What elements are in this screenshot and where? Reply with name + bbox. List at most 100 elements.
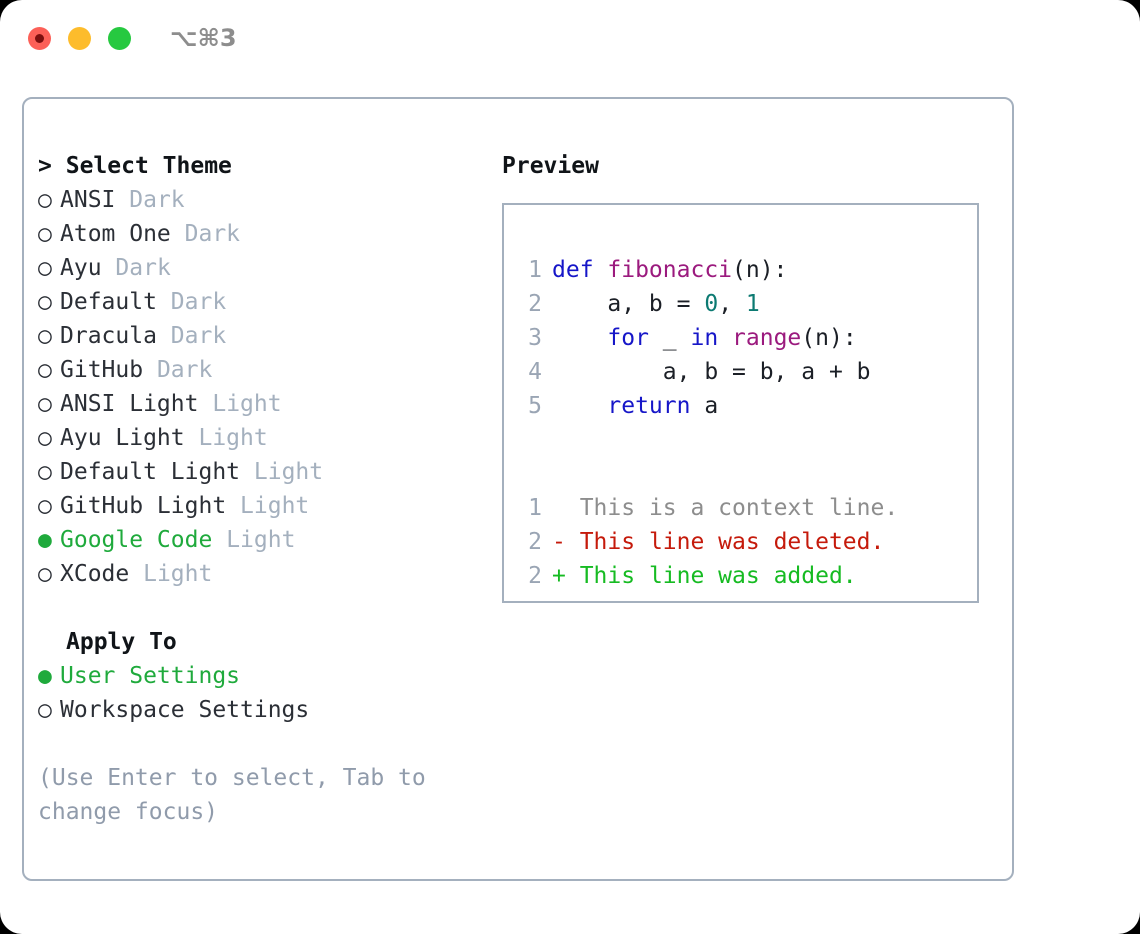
theme-variant-label: Dark [170,323,227,349]
apply-option-user-settings[interactable]: ●User Settings [38,659,478,693]
theme-option-ayu[interactable]: ○ Ayu Dark [38,251,478,285]
code-token: def [552,257,608,283]
title-bar: ⌥⌘3 [0,0,1140,78]
radio-unselected-icon[interactable]: ○ [38,357,52,383]
theme-option-label: Dracula [60,323,157,349]
theme-options-list: ○ANSI Dark○Atom One Dark○Ayu Dark○Defaul… [38,183,478,591]
apply-option-workspace-settings[interactable]: ○ Workspace Settings [38,693,478,727]
code-token: return [607,393,691,419]
radio-selected-icon[interactable]: ● [38,527,52,553]
theme-option-label: GitHub Light [60,493,227,519]
theme-option-github-light[interactable]: ○GitHub Light Light [38,489,478,523]
diff-text: This line was added. [565,563,857,589]
select-theme-header: > Select Theme [38,149,478,183]
theme-option-ayu-light[interactable]: ○Ayu Light Light [38,421,478,455]
close-window-button[interactable] [28,27,51,50]
apply-option-label: Workspace Settings [60,697,310,723]
maximize-window-button[interactable] [108,27,131,50]
code-token: (n): [801,325,857,351]
theme-option-ansi-light[interactable]: ○ ANSI Light Light [38,387,478,421]
prompt-arrow-icon: > [38,153,52,179]
diff-line: 2- This line was deleted. [516,525,898,559]
code-token: 1 [745,291,760,317]
theme-variant-label: Dark [184,221,241,247]
line-number: 1 [528,495,542,521]
theme-option-default-light[interactable]: ○ Default Light Light [38,455,478,489]
radio-unselected-icon[interactable]: ○ [38,697,52,723]
theme-option-label: Google Code [60,527,213,553]
theme-picker-panel: > Select Theme ○ANSI Dark○Atom One Dark○… [22,97,1014,881]
radio-unselected-icon[interactable]: ○ [38,187,52,213]
select-theme-title: Select Theme [65,153,232,179]
label-spacer [129,561,143,587]
label-spacer [157,289,171,315]
code-token: 0 [704,291,719,317]
theme-list-column: > Select Theme ○ANSI Dark○Atom One Dark○… [38,149,478,829]
radio-unselected-icon[interactable]: ○ [38,289,52,315]
line-number: 5 [528,393,542,419]
theme-option-label: ANSI Light [60,391,199,417]
code-token: a, b = b, a + b [552,359,871,385]
theme-variant-label: Light [143,561,213,587]
theme-option-dracula[interactable]: ○ Dracula Dark [38,319,478,353]
radio-unselected-icon[interactable]: ○ [38,323,52,349]
label-spacer [102,255,116,281]
theme-option-label: Atom One [60,221,171,247]
theme-variant-label: Light [253,459,324,485]
line-number: 3 [528,325,542,351]
code-line: 5 return a [516,389,898,423]
code-token: _ [648,325,691,351]
label-spacer [143,357,157,383]
radio-selected-icon[interactable]: ● [38,663,52,689]
theme-option-label: Default Light [60,459,241,485]
label-spacer [226,493,240,519]
diff-text: This is a context line. [565,495,899,521]
label-spacer [171,221,185,247]
line-number: 2 [528,529,542,555]
code-token: fibonacci [607,257,733,283]
code-blank-line [516,423,898,457]
preview-title: Preview [502,153,599,179]
theme-variant-label: Dark [156,357,213,383]
keyboard-hint-text: (Use Enter to select, Tab to change focu… [38,765,426,825]
radio-unselected-icon[interactable]: ○ [38,255,52,281]
theme-option-github[interactable]: ○ GitHub Dark [38,353,478,387]
theme-option-label: GitHub [60,357,144,383]
code-blank-line [516,457,898,491]
code-token: for [607,325,649,351]
label-spacer [212,527,226,553]
label-spacer [115,187,129,213]
theme-option-default[interactable]: ○Default Dark [38,285,478,319]
theme-option-label: Default [60,289,157,315]
code-token: (n): [732,257,788,283]
theme-option-label: XCode [60,561,130,587]
code-token [552,393,607,419]
label-spacer [157,323,171,349]
code-token [718,325,732,351]
theme-option-label: Ayu [60,255,102,281]
diff-marker: + [552,563,566,589]
radio-unselected-icon[interactable]: ○ [38,459,52,485]
theme-option-label: Ayu Light [60,425,185,451]
minimize-window-button[interactable] [68,27,91,50]
code-token: , [718,291,746,317]
theme-variant-label: Light [226,527,296,553]
radio-unselected-icon[interactable]: ○ [38,493,52,519]
diff-marker [552,495,566,521]
theme-option-ansi[interactable]: ○ANSI Dark [38,183,478,217]
radio-unselected-icon[interactable]: ○ [38,221,52,247]
theme-option-google-code[interactable]: ● Google Code Light [38,523,478,557]
theme-variant-label: Dark [115,255,171,281]
diff-text: This line was deleted. [565,529,885,555]
theme-option-xcode[interactable]: ○ XCode Light [38,557,478,591]
radio-unselected-icon[interactable]: ○ [38,391,52,417]
theme-option-atom-one[interactable]: ○ Atom One Dark [38,217,478,251]
section-spacer [38,591,478,625]
theme-variant-label: Light [212,391,282,417]
radio-unselected-icon[interactable]: ○ [38,561,52,587]
radio-unselected-icon[interactable]: ○ [38,425,52,451]
